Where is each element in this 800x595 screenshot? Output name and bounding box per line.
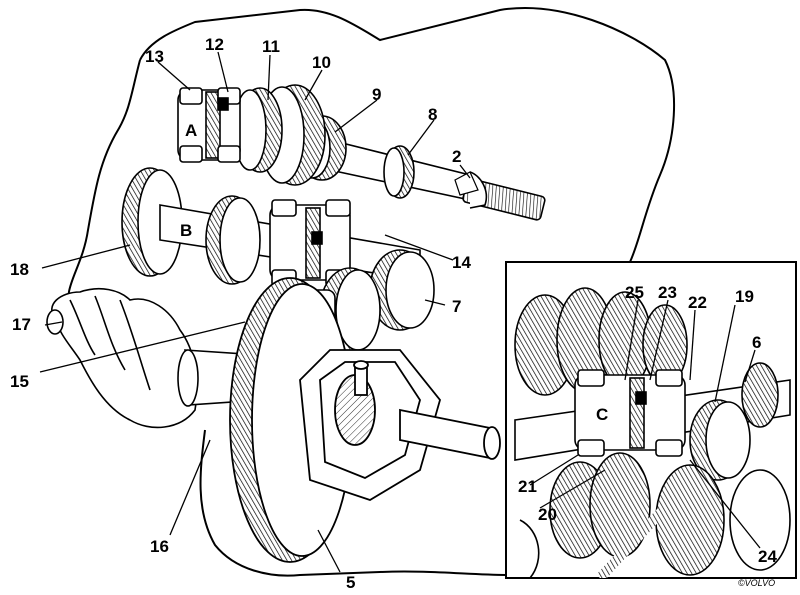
callout-25: 25 [625,283,644,302]
callout-16: 16 [150,537,169,556]
callout-8: 8 [428,105,437,124]
callout-21: 21 [518,477,537,496]
copyright-mark: ©VOLVO [738,578,775,588]
callout-15: 15 [10,372,29,391]
callout-23: 23 [658,283,677,302]
leader-lines [39,51,761,573]
callout-18: 18 [10,260,29,279]
callout-11: 11 [262,37,280,56]
housing-outline [67,7,676,577]
callout-14: 14 [452,253,471,272]
final-drive [229,277,501,563]
callout-6: 6 [752,333,761,352]
callout-20: 20 [538,505,557,524]
shaft-label-a: A [185,121,197,140]
shaft-a [177,84,546,221]
callout-13: 13 [145,47,164,66]
callout-22: 22 [688,293,707,312]
inset-box [505,261,797,579]
shaft-labels: A B C [180,121,608,424]
shaft-label-c: C [596,405,608,424]
callout-2: 2 [452,147,461,166]
callout-10: 10 [312,53,331,72]
shaft-label-b: B [180,221,192,240]
callout-24: 24 [758,547,777,566]
callout-7: 7 [452,297,461,316]
callout-5: 5 [346,573,355,590]
callout-9: 9 [372,85,381,104]
callout-labels: 2 5 6 7 8 9 10 11 12 13 14 15 16 17 18 1… [10,35,777,592]
callout-19: 19 [735,287,754,306]
callout-12: 12 [205,35,224,54]
callout-17: 17 [12,315,31,334]
